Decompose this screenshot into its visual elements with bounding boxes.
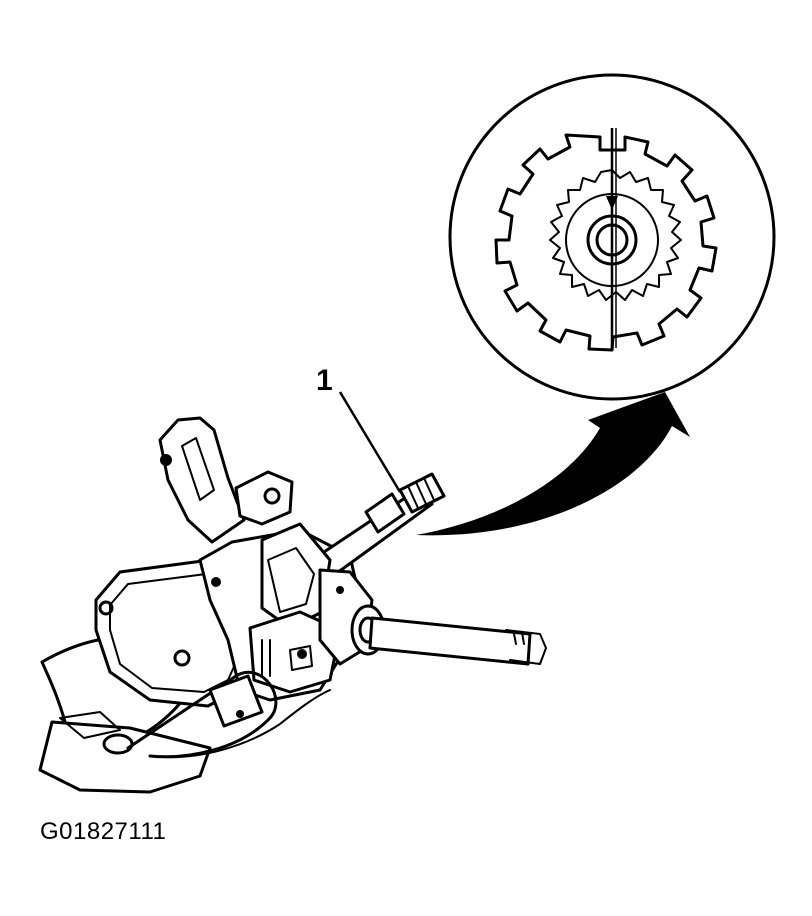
housing-bolt-3: [336, 586, 344, 594]
figure-id-label: G01827111: [40, 818, 167, 845]
spline-1: [407, 485, 419, 509]
flange-hole-1: [98, 600, 114, 616]
flange-hole-2: [173, 649, 191, 667]
spline-3: [423, 477, 435, 501]
tilt-bracket-slot: [181, 437, 215, 501]
lever-rod: [368, 616, 532, 666]
pointer-arrow-icon: [416, 392, 690, 536]
wiring-harness: [126, 670, 278, 759]
steering-column-assembly: [38, 416, 547, 794]
wiring-harness-2: [149, 689, 331, 759]
base-tab: [59, 711, 121, 739]
rod-tick-2: [521, 631, 525, 645]
connector-pins: [289, 645, 313, 671]
housing-bolt-1: [211, 577, 221, 587]
alignment-arrow-icon: [606, 196, 618, 210]
shaft-collar: [364, 492, 406, 534]
callout-1-leader: [338, 391, 402, 493]
harness-connector: [208, 674, 264, 728]
spline-2: [415, 481, 427, 505]
bracket-bolt-icon: [160, 454, 172, 466]
connector-housing: [248, 610, 342, 694]
detail-view: [448, 73, 776, 401]
housing-bolt-2: [297, 649, 307, 659]
inner-spline-ring-icon: [549, 169, 682, 301]
lever-rod-tip: [505, 629, 547, 665]
mount-bolt-icon: [263, 487, 281, 505]
harness-clip-icon: [236, 710, 244, 718]
rod-tick-1: [513, 633, 517, 645]
tilt-bracket: [158, 416, 246, 544]
switch-block-face: [267, 547, 315, 613]
callout-1-label: 1: [316, 364, 333, 397]
